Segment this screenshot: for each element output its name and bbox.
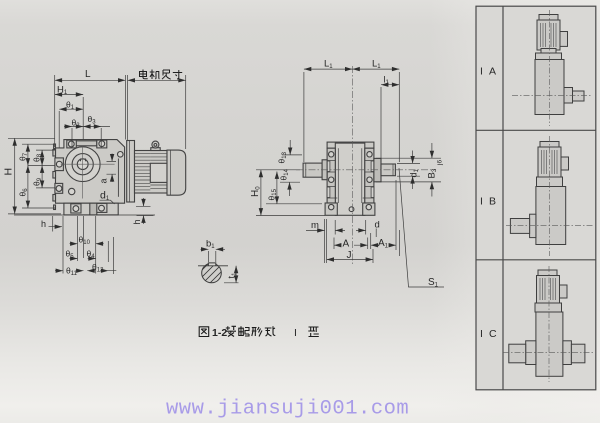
svg-text:1-2: 1-2 [212,327,227,339]
svg-text:θ1: θ1 [66,100,75,112]
svg-text:θ10: θ10 [79,235,91,247]
svg-text:d: d [375,220,380,231]
svg-text:t1: t1 [227,272,239,279]
svg-text:θ12: θ12 [92,262,104,274]
svg-text:H0: H0 [250,186,262,197]
svg-text:d1: d1 [409,168,421,177]
svg-text:A1: A1 [378,238,389,250]
svg-text:www.jiansuji001.com: www.jiansuji001.com [166,398,409,421]
svg-text:θ5: θ5 [66,249,75,261]
svg-text:θ7: θ7 [18,152,30,161]
svg-text:m: m [311,220,319,231]
svg-text:J: J [347,250,352,261]
svg-text:θ15: θ15 [267,188,279,200]
svg-text:a: a [98,178,108,183]
svg-text:θ4: θ4 [87,249,96,261]
svg-text:θ8: θ8 [32,153,44,162]
svg-text:θ3: θ3 [88,114,97,126]
svg-text:b1: b1 [206,239,215,251]
svg-text:θ2: θ2 [72,118,81,130]
svg-text:h: h [132,219,142,224]
svg-text:H1: H1 [57,85,68,97]
svg-text:B3: B3 [427,168,439,178]
svg-text:θ6: θ6 [18,188,30,197]
svg-text:θ14: θ14 [279,168,291,180]
svg-text:d1: d1 [100,190,110,203]
svg-text:S1: S1 [428,277,439,289]
svg-text:j6: j6 [437,160,444,166]
svg-text:h: h [41,219,46,229]
svg-text:IC: IC [480,328,497,340]
svg-text:θ13: θ13 [277,151,289,163]
svg-text:θ11: θ11 [66,266,78,278]
svg-text:L1: L1 [372,59,381,71]
svg-text:H: H [3,168,15,176]
svg-text:θ9: θ9 [32,177,44,186]
svg-text:L1: L1 [324,59,333,71]
svg-text:L: L [85,69,91,80]
svg-text:A: A [343,239,350,250]
svg-text:l1: l1 [384,75,390,87]
svg-text:I: I [294,327,297,339]
